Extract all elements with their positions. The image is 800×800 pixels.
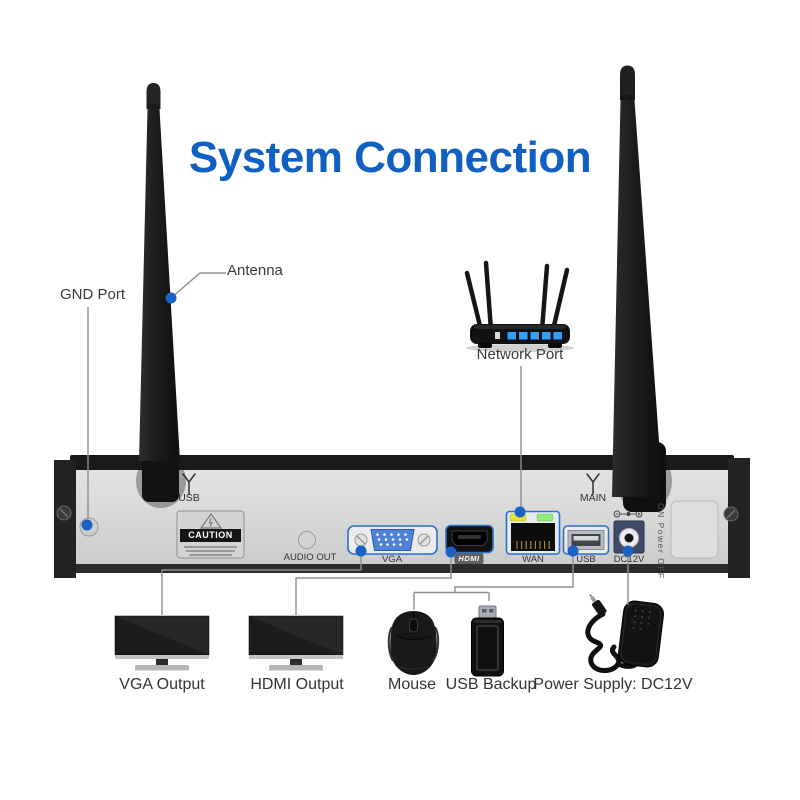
wan-dot bbox=[514, 506, 526, 518]
hdmi-connection-line bbox=[295, 552, 452, 615]
router bbox=[464, 260, 574, 352]
caution-sticker bbox=[176, 510, 245, 559]
gnd-port-label: GND Port bbox=[60, 286, 126, 303]
vga-dot bbox=[355, 545, 367, 557]
dc-plug bbox=[589, 593, 607, 616]
screw-icon bbox=[723, 506, 739, 522]
audio-out-label: AUDIO OUT bbox=[283, 552, 337, 563]
warning-triangle-icon bbox=[199, 512, 223, 529]
scroll-wheel bbox=[409, 618, 418, 633]
hdmi-output-label: HDMI Output bbox=[250, 676, 344, 693]
gnd-dot bbox=[81, 519, 93, 531]
router-antennas bbox=[464, 260, 570, 333]
antenna-symbol-icon bbox=[182, 473, 196, 495]
wan-label: WAN bbox=[522, 554, 544, 565]
vga-connection-line bbox=[161, 551, 362, 615]
left-antenna bbox=[136, 83, 186, 508]
dc12v-label: DC12V bbox=[613, 554, 645, 565]
wan-led-green bbox=[536, 513, 554, 522]
usb-backup-label: USB Backup bbox=[445, 676, 537, 693]
panel-right-bracket bbox=[728, 458, 750, 578]
usb-connection-line bbox=[413, 551, 574, 610]
hdmi-dot bbox=[445, 546, 457, 558]
page-title: System Connection bbox=[188, 133, 592, 182]
caution-bar bbox=[180, 529, 241, 542]
right-antenna bbox=[612, 65, 672, 512]
router-port-leds bbox=[507, 332, 562, 340]
adapter-brick bbox=[618, 600, 664, 668]
panel-top-edge bbox=[70, 455, 734, 470]
antenna-dot bbox=[165, 292, 177, 304]
vga-monitor bbox=[114, 615, 210, 671]
usb-label: USB bbox=[576, 554, 596, 565]
hdmi-monitor bbox=[248, 615, 344, 671]
usb-dot bbox=[567, 545, 579, 557]
vga-port bbox=[347, 525, 438, 555]
power-switch-label: ON Power OFF bbox=[656, 503, 666, 580]
power-cable-coil bbox=[585, 611, 622, 673]
screw-icon bbox=[56, 505, 72, 521]
mouse bbox=[387, 611, 440, 675]
hdmi-port bbox=[445, 524, 494, 554]
hdmi-logo-badge: HDMI bbox=[454, 553, 484, 564]
wan-port bbox=[505, 510, 561, 555]
connection-lines bbox=[87, 272, 629, 615]
vga-output-label: VGA Output bbox=[119, 676, 205, 693]
audio-out-port bbox=[298, 531, 316, 549]
usb-flash-drive bbox=[471, 605, 504, 677]
network-port-label: Network Port bbox=[476, 346, 564, 363]
caution-label: CAUTION bbox=[188, 530, 233, 540]
antenna-symbol-icon bbox=[586, 473, 600, 495]
mouse-label: Mouse bbox=[387, 676, 437, 693]
usb-antenna-label: USB bbox=[178, 492, 200, 504]
callout-dots bbox=[81, 292, 634, 558]
antenna-label: Antenna bbox=[227, 262, 283, 279]
dc12v-dot bbox=[622, 545, 634, 557]
panel-recess bbox=[670, 500, 719, 559]
main-antenna-label: MAIN bbox=[579, 492, 607, 504]
antenna-leader-line bbox=[170, 272, 226, 299]
power-adapter bbox=[585, 593, 664, 673]
power-supply-label: Power Supply: DC12V bbox=[533, 676, 693, 693]
vga-label: VGA bbox=[381, 554, 403, 565]
